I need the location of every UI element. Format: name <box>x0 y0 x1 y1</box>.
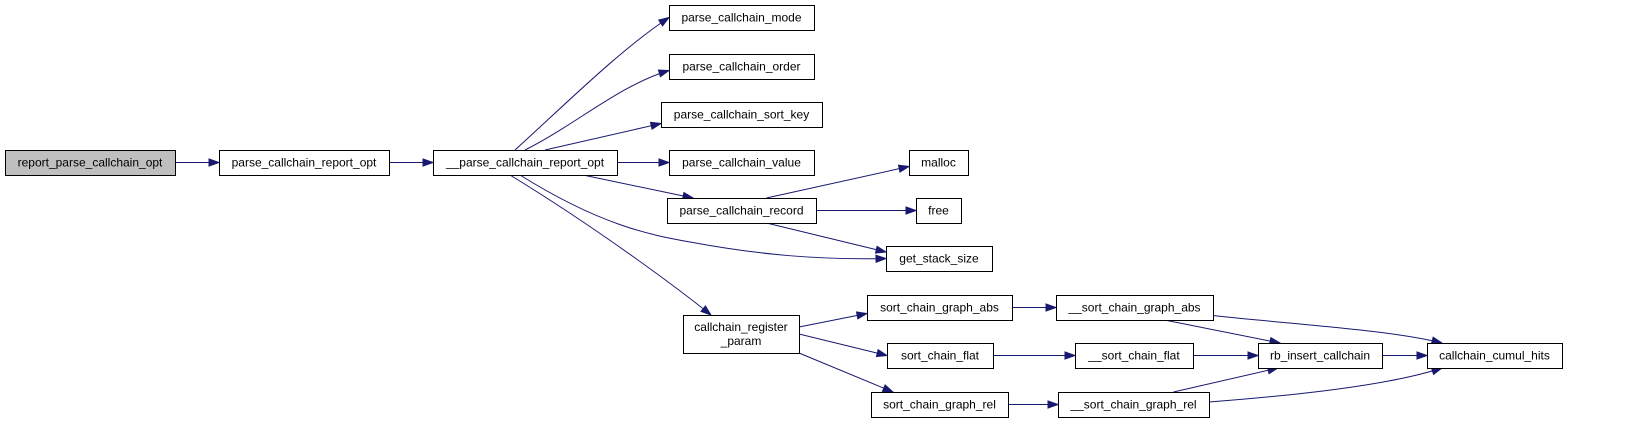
node-label: _param <box>720 334 762 348</box>
arrowhead-icon <box>1047 400 1060 409</box>
edge-parse-callchain-record-to-malloc <box>766 166 910 199</box>
edge-dunder-sort-chain-graph-rel-to-callchain-cumul-hits <box>1208 367 1443 403</box>
node-label: sort_chain_graph_rel <box>883 398 996 412</box>
node-dunder-sort-chain-graph-abs[interactable]: __sort_chain_graph_abs <box>1056 295 1214 321</box>
node-dunder-sort-chain-flat[interactable]: __sort_chain_flat <box>1075 343 1194 369</box>
node-label: parse_callchain_sort_key <box>674 108 809 122</box>
node-box[interactable] <box>433 150 618 176</box>
node-sort-chain-graph-abs[interactable]: sort_chain_graph_abs <box>867 295 1013 321</box>
arrowhead-icon <box>874 245 888 254</box>
arrowhead-icon <box>905 206 918 215</box>
arrowhead-icon <box>649 121 663 130</box>
node-dunder-parse-callchain-report-opt[interactable]: __parse_callchain_report_opt <box>433 150 618 176</box>
edge-dunder-parse-callchain-report-opt-to-parse-callchain-mode <box>514 17 670 151</box>
node-box[interactable] <box>219 150 390 176</box>
arrowhead-icon <box>657 69 671 78</box>
node-box[interactable] <box>886 246 993 272</box>
node-malloc[interactable]: malloc <box>909 150 969 176</box>
node-rb-insert-callchain[interactable]: rb_insert_callchain <box>1258 343 1383 369</box>
node-callchain-register-param[interactable]: callchain_register_param <box>683 315 800 354</box>
node-label: sort_chain_flat <box>901 349 980 363</box>
edge-dunder-parse-callchain-report-opt-to-get-stack-size <box>519 174 887 260</box>
edge-callchain-register-param-to-sort-chain-flat <box>798 333 888 356</box>
edge-dunder-sort-chain-graph-abs-to-rb-insert-callchain <box>1164 319 1281 344</box>
arrowhead-icon <box>1247 351 1260 360</box>
node-callchain-cumul-hits[interactable]: callchain_cumul_hits <box>1427 343 1563 369</box>
edges-layer <box>175 16 1444 409</box>
node-box[interactable] <box>867 295 1013 321</box>
node-box[interactable] <box>669 54 815 80</box>
node-label: __sort_chain_graph_rel <box>1069 398 1196 412</box>
node-box[interactable] <box>667 198 817 224</box>
node-box[interactable] <box>661 102 823 128</box>
edge-dunder-sort-chain-graph-rel-to-rb-insert-callchain <box>1173 367 1279 393</box>
arrowhead-icon <box>658 158 671 167</box>
node-label: malloc <box>921 156 956 170</box>
nodes-layer: report_parse_callchain_opt parse_callchai… <box>5 5 1563 418</box>
node-parse-callchain-record[interactable]: parse_callchain_record <box>667 198 817 224</box>
edge-callchain-register-param-to-sort-chain-graph-rel <box>798 352 894 393</box>
arrowhead-icon <box>1064 351 1077 360</box>
edge-dunder-sort-chain-graph-abs-to-callchain-cumul-hits <box>1212 315 1443 344</box>
node-label: parse_callchain_order <box>682 60 800 74</box>
node-label: __sort_chain_flat <box>1087 349 1180 363</box>
arrowhead-icon <box>1416 351 1429 360</box>
node-box[interactable] <box>1075 343 1194 369</box>
node-parse-callchain-order[interactable]: parse_callchain_order <box>669 54 815 80</box>
node-box[interactable] <box>909 150 969 176</box>
node-label: sort_chain_graph_abs <box>880 301 999 315</box>
node-box[interactable] <box>1056 295 1214 321</box>
arrowhead-icon <box>1045 303 1058 312</box>
arrowhead-icon <box>208 158 221 167</box>
node-box[interactable] <box>1427 343 1563 369</box>
node-sort-chain-graph-rel[interactable]: sort_chain_graph_rel <box>871 392 1009 418</box>
node-parse-callchain-mode[interactable]: parse_callchain_mode <box>669 5 815 31</box>
node-label: parse_callchain_report_opt <box>232 156 377 170</box>
node-label: report_parse_callchain_opt <box>18 156 163 170</box>
node-box[interactable] <box>1058 392 1210 418</box>
arrowhead-icon <box>875 254 888 263</box>
node-label: parse_callchain_record <box>679 204 803 218</box>
arrowhead-icon <box>422 158 435 167</box>
node-box[interactable] <box>1258 343 1383 369</box>
arrowhead-icon <box>855 311 869 320</box>
arrowhead-icon <box>700 305 713 316</box>
node-box[interactable] <box>669 150 815 176</box>
edge-callchain-register-param-to-sort-chain-graph-abs <box>798 313 868 328</box>
node-parse-callchain-report-opt[interactable]: parse_callchain_report_opt <box>219 150 390 176</box>
node-box[interactable] <box>5 150 176 176</box>
node-sort-chain-flat[interactable]: sort_chain_flat <box>887 343 994 369</box>
arrowhead-icon <box>875 348 889 358</box>
node-parse-callchain-value[interactable]: parse_callchain_value <box>669 150 815 176</box>
node-label: __sort_chain_graph_abs <box>1067 301 1200 315</box>
node-label: free <box>928 204 949 218</box>
node-box[interactable] <box>887 343 994 369</box>
node-dunder-sort-chain-graph-rel[interactable]: __sort_chain_graph_rel <box>1058 392 1210 418</box>
edge-dunder-parse-callchain-report-opt-to-callchain-register-param <box>509 174 712 316</box>
node-box[interactable] <box>871 392 1009 418</box>
arrowhead-icon <box>897 164 911 173</box>
node-box[interactable] <box>916 198 962 224</box>
node-box[interactable] <box>683 315 800 354</box>
arrowhead-icon <box>657 16 671 27</box>
node-free[interactable]: free <box>916 198 962 224</box>
node-label: parse_callchain_mode <box>681 11 801 25</box>
edge-parse-callchain-record-to-get-stack-size <box>766 222 887 253</box>
node-parse-callchain-sort-key[interactable]: parse_callchain_sort_key <box>661 102 823 128</box>
node-box[interactable] <box>669 5 815 31</box>
node-label: parse_callchain_value <box>682 156 801 170</box>
node-report-parse-callchain-opt[interactable]: report_parse_callchain_opt <box>5 150 176 176</box>
node-get-stack-size[interactable]: get_stack_size <box>886 246 993 272</box>
node-label: rb_insert_callchain <box>1270 349 1370 363</box>
node-label: get_stack_size <box>899 252 979 266</box>
node-label: callchain_cumul_hits <box>1439 349 1550 363</box>
node-label: __parse_callchain_report_opt <box>445 156 605 170</box>
edge-dunder-parse-callchain-report-opt-to-parse-callchain-order <box>524 70 670 151</box>
edge-dunder-parse-callchain-report-opt-to-parse-callchain-sort-key <box>544 123 662 151</box>
arrowhead-icon <box>881 384 895 393</box>
edge-dunder-parse-callchain-report-opt-to-parse-callchain-record <box>582 174 694 199</box>
node-label: callchain_register <box>694 320 787 334</box>
